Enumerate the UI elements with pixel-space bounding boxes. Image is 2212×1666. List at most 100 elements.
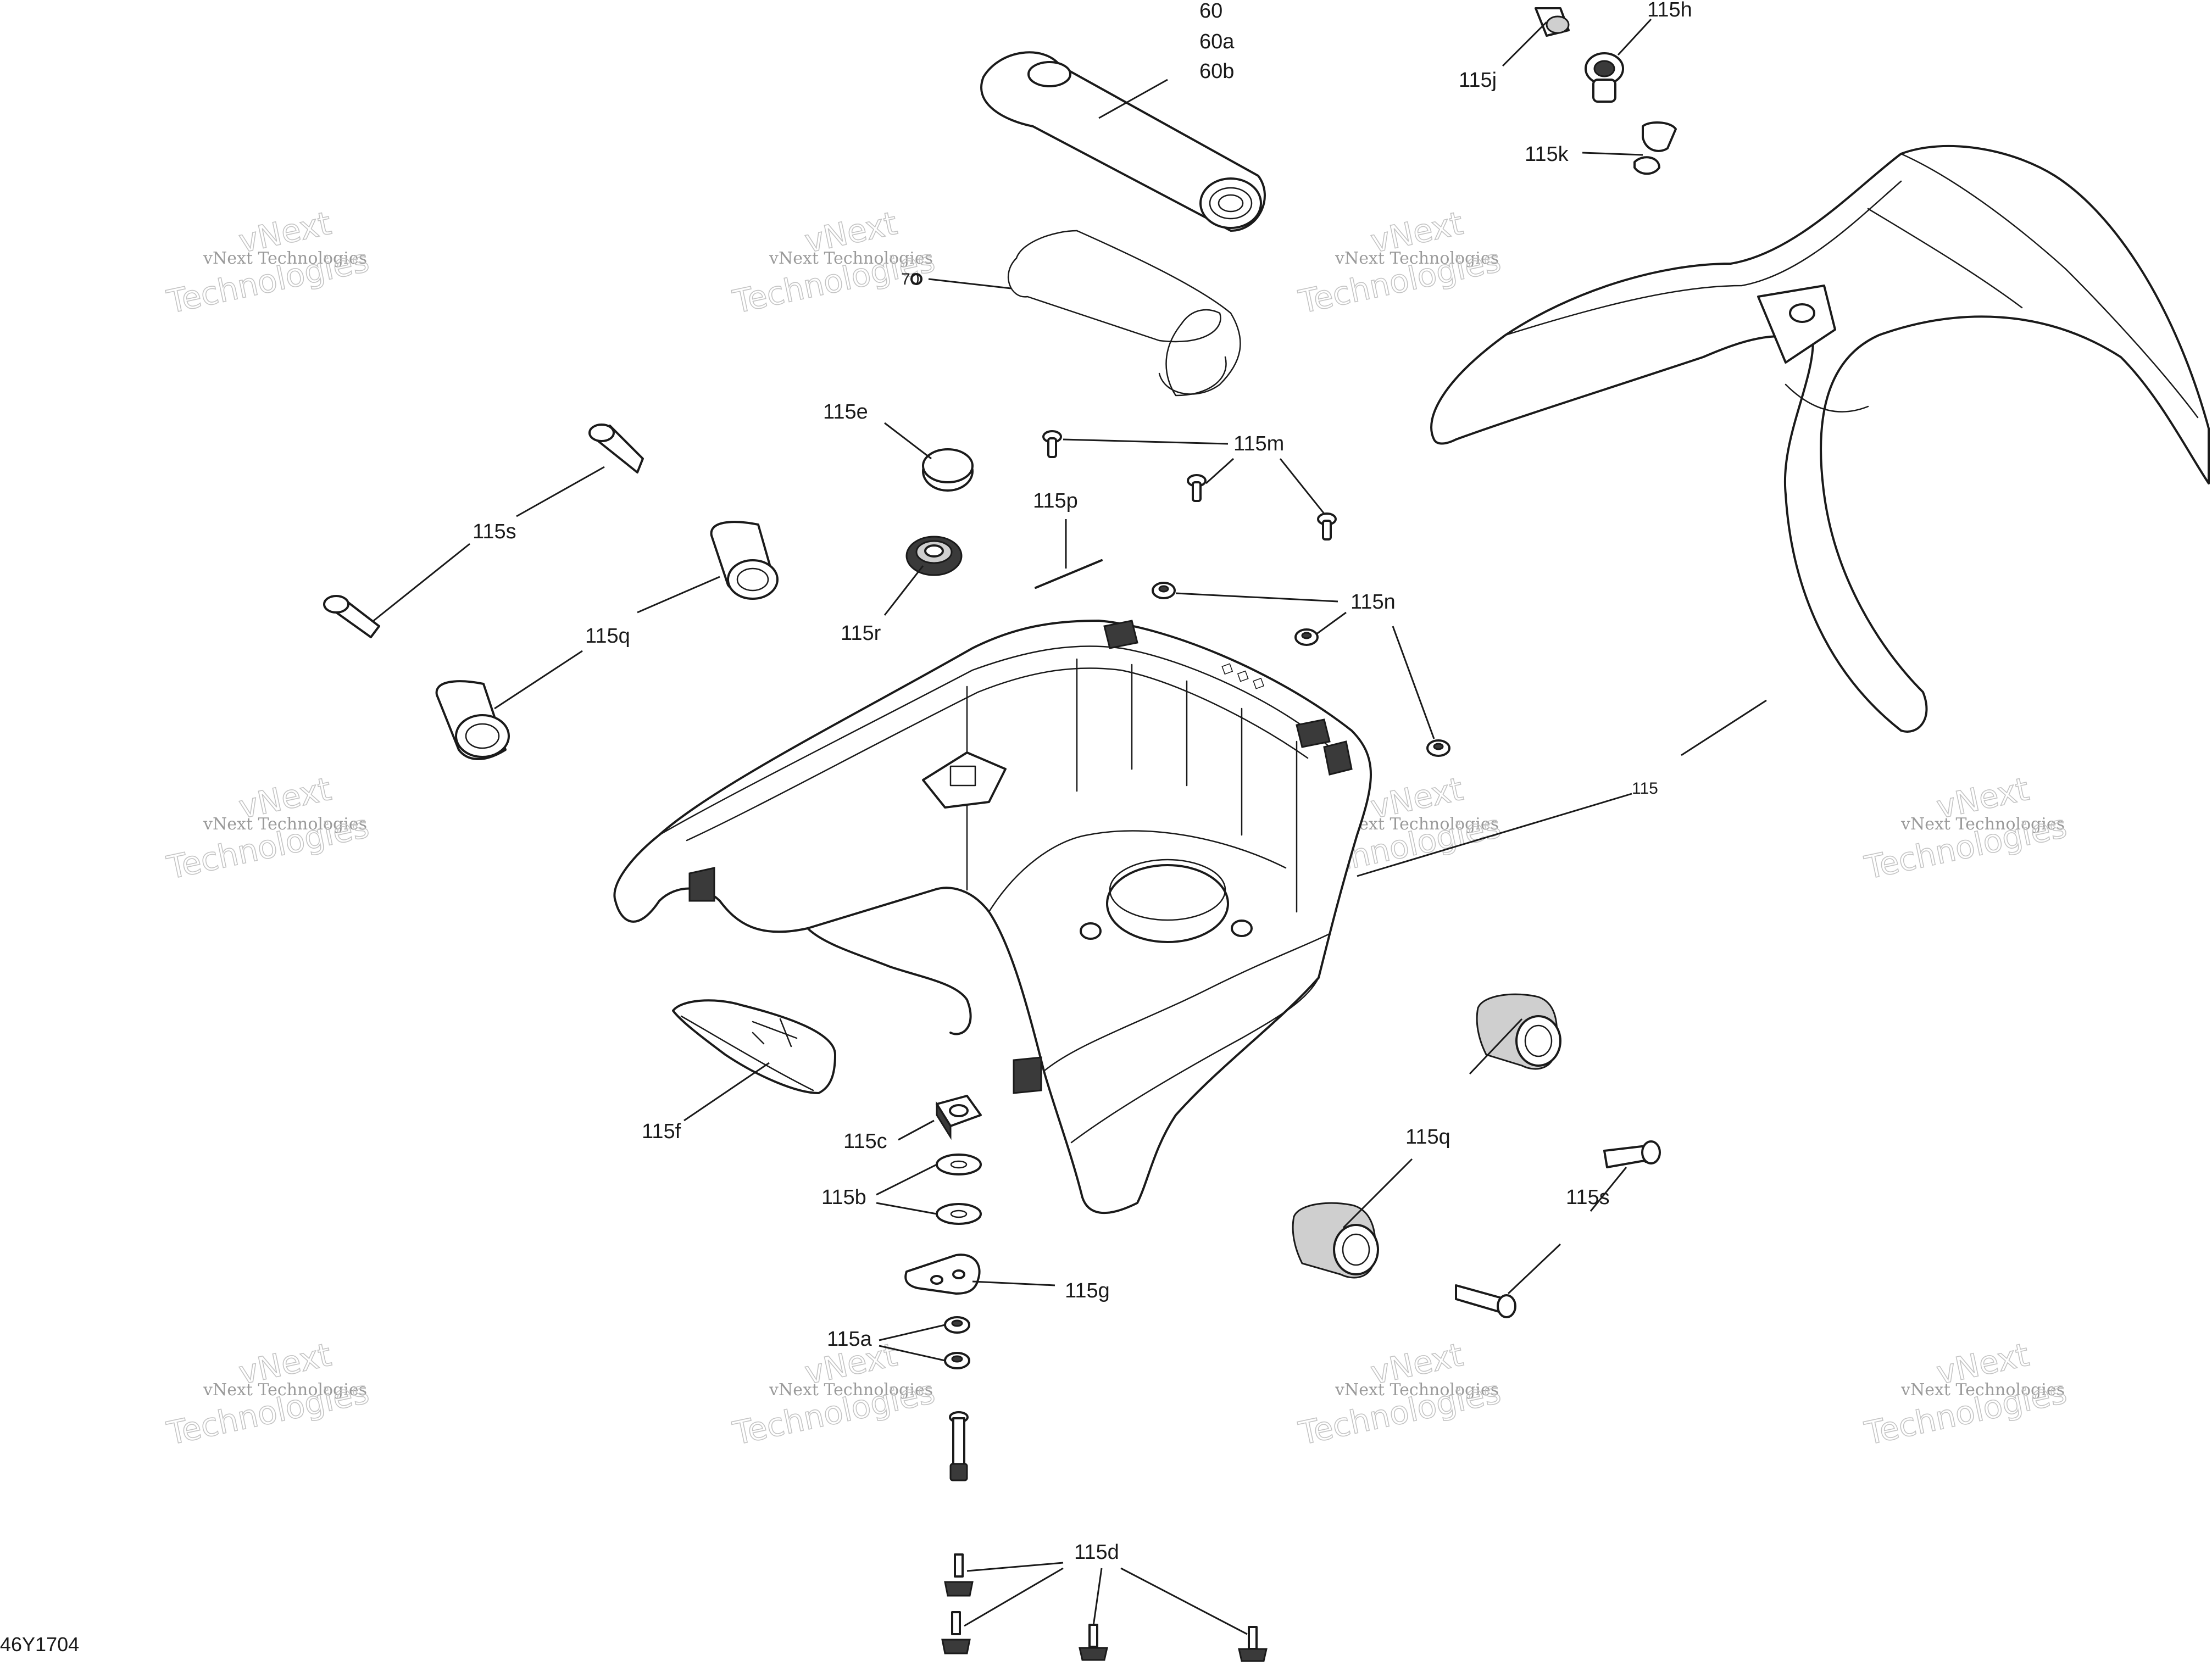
watermark-r1c3: vNext vNext Technologies Technologies (1295, 204, 1504, 321)
leader-115q-right-1 (1469, 1018, 1523, 1075)
leader-115q-left-1 (637, 576, 720, 614)
callout-115c: 115c (843, 1130, 887, 1153)
leader-115q-right-2 (1342, 1158, 1413, 1229)
bushing-115q-left-2 (435, 680, 510, 760)
watermark-r3c4: vNext vNext Technologies Technologies (1861, 1335, 2070, 1453)
leader-115n-3 (1392, 626, 1435, 739)
leader-115s-right-1 (1589, 1167, 1627, 1212)
leader-115n-1 (1175, 592, 1338, 603)
part-115q-bushings-left (435, 521, 779, 760)
part-115k-clip (1633, 121, 1677, 175)
leader-115q-left-2 (494, 650, 583, 710)
watermark-company: vNext Technologies (203, 249, 367, 268)
part-70-wire-guard (910, 230, 1241, 397)
watermark-r2c4: vNext vNext Technologies Technologies (1861, 770, 2070, 887)
part-115s-bolts-left (323, 424, 644, 638)
leader-60 (1098, 79, 1168, 119)
part-115s-bolts-right (1455, 1140, 1661, 1318)
leader-115s-left-2 (373, 543, 470, 622)
pin-115d-1 (944, 1553, 974, 1597)
leader-115g (972, 1280, 1055, 1286)
part-115e-cap (922, 448, 974, 492)
leader-115a-2 (879, 1345, 946, 1362)
leader-115m-2 (1205, 458, 1235, 484)
watermark-r1c1: vNext vNext Technologies Technologies (163, 204, 373, 321)
leader-115d-3 (1092, 1568, 1103, 1626)
bushing-115q-right-1 (1476, 993, 1561, 1070)
pin-115d-4 (1238, 1626, 1268, 1662)
leader-115d-2 (964, 1567, 1064, 1627)
callout-115k: 115k (1525, 143, 1569, 166)
washer-115b-1 (936, 1154, 982, 1175)
part-115a-nuts (944, 1316, 970, 1369)
bolt-115s-left-1 (588, 424, 644, 473)
callout-115g: 115g (1065, 1279, 1110, 1302)
washer-115b-2 (936, 1203, 982, 1225)
leader-70 (928, 278, 1011, 289)
leader-115j (1502, 21, 1548, 67)
leader-115e (884, 422, 932, 460)
leader-115n-2 (1315, 611, 1347, 636)
leader-115b-2 (876, 1202, 937, 1215)
callout-115r: 115r (841, 622, 881, 645)
callout-115q-right: 115q (1405, 1125, 1450, 1149)
leader-115d-1 (966, 1562, 1064, 1572)
leader-115s-left-1 (516, 466, 605, 517)
leader-115h (1617, 18, 1652, 56)
watermark-r3c2: vNext vNext Technologies Technologies (729, 1335, 938, 1453)
leader-115s-right-2 (1507, 1243, 1561, 1295)
part-115q-bushings-right (1292, 993, 1561, 1279)
part-stud (949, 1411, 969, 1481)
part-115d-pins (941, 1553, 1268, 1662)
part-115-seat-base: ◇ ◇ ◇ (613, 620, 1372, 1214)
watermark-company: vNext Technologies (769, 249, 933, 268)
callout-115s-right: 115s (1566, 1186, 1610, 1209)
callout-115j: 115j (1459, 69, 1497, 92)
watermark-company: vNext Technologies (769, 1380, 933, 1400)
part-115j-plug (1535, 7, 1570, 37)
part-rear-cover (1430, 144, 2210, 733)
callout-70: 70 (901, 270, 919, 288)
bolt-115s-right-1 (1603, 1140, 1661, 1168)
callout-115d: 115d (1074, 1541, 1119, 1564)
part-115h-fitting (1585, 52, 1624, 103)
screw-115m-2 (1187, 474, 1207, 502)
leader-115b-1 (876, 1163, 937, 1196)
watermark-company: vNext Technologies (203, 815, 367, 834)
leader-115f (683, 1062, 770, 1122)
bolt-115s-left-2 (323, 595, 380, 638)
nut-115n-2 (1294, 628, 1319, 646)
watermark-r1c2: vNext vNext Technologies Technologies (729, 204, 938, 321)
callout-115e: 115e (823, 400, 868, 424)
part-115n-nuts (1152, 582, 1450, 757)
watermark-r3c1: vNext vNext Technologies Technologies (163, 1335, 373, 1453)
leader-115m-1 (1063, 438, 1229, 445)
watermark-company: vNext Technologies (1900, 1380, 2065, 1400)
screw-115m-3 (1317, 512, 1337, 541)
callout-115: 115 (1632, 779, 1658, 798)
callout-labels: 60 60a 60b 70 115h 115j 115k 115e 115m 1… (473, 0, 1692, 1564)
part-115c-square-nut (936, 1095, 982, 1140)
part-115b-washers (936, 1154, 982, 1225)
screw-115m-1 (1042, 430, 1062, 458)
part-115p-rod (1035, 559, 1103, 589)
leader-115r (883, 565, 924, 616)
part-115g-bracket (904, 1253, 981, 1295)
drawing-id: 46Y1704 (0, 1633, 79, 1656)
callout-115a: 115a (827, 1328, 872, 1351)
callout-115m: 115m (1233, 432, 1284, 455)
callout-115h: 115h (1647, 0, 1692, 21)
watermark-company: vNext Technologies (1335, 249, 1499, 268)
callout-115n: 115n (1350, 590, 1396, 614)
part-115m-screws (1042, 430, 1337, 541)
leader-lines (373, 18, 1767, 1635)
watermark-r3c3: vNext vNext Technologies Technologies (1295, 1335, 1504, 1453)
leader-115-b (1681, 699, 1767, 756)
nut-115n-1 (1152, 582, 1176, 599)
bushing-115q-left-1 (710, 521, 779, 600)
watermark-r2c1: vNext vNext Technologies Technologies (163, 770, 373, 887)
leader-115-a (1357, 793, 1632, 877)
nut-115a-2 (944, 1352, 970, 1369)
leader-115c (898, 1119, 935, 1141)
